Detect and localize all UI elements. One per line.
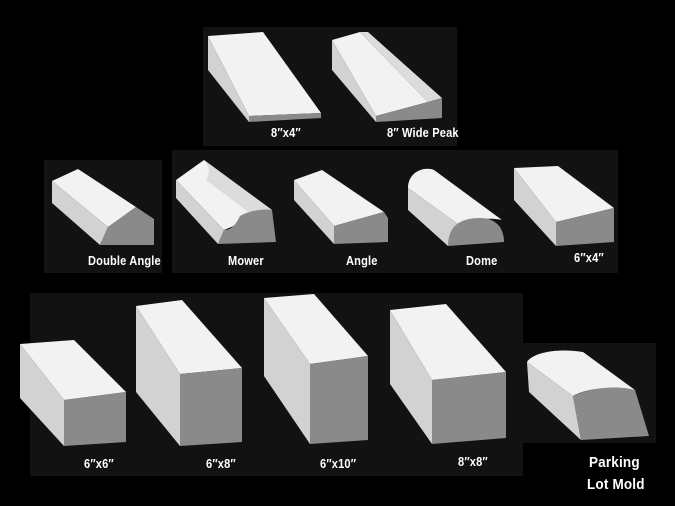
product-label: Mower bbox=[228, 253, 264, 268]
product-label: Angle bbox=[346, 253, 378, 268]
product-parking-lot-mold: Parking Lot Mold bbox=[523, 346, 653, 502]
product-6x4: 6″x4″ bbox=[512, 164, 618, 270]
product-label: 6″x4″ bbox=[574, 250, 604, 265]
product-8x8: 8″x8″ bbox=[388, 304, 510, 474]
curb-double-angle-icon bbox=[52, 169, 154, 245]
product-angle: Angle bbox=[292, 168, 392, 270]
product-label-line2: Lot Mold bbox=[587, 476, 645, 493]
curb-rect-icon bbox=[20, 340, 126, 446]
curb-dome-icon bbox=[408, 168, 504, 246]
product-label: 6″x8″ bbox=[206, 456, 236, 471]
product-6x8: 6″x8″ bbox=[134, 298, 246, 474]
curb-parking-icon bbox=[527, 350, 649, 440]
product-6x10: 6″x10″ bbox=[262, 294, 374, 474]
product-8x4: 8″x4″ bbox=[205, 30, 325, 145]
curb-rect-icon bbox=[136, 300, 242, 446]
product-label: 8″x8″ bbox=[458, 454, 488, 469]
product-label-line1: Parking bbox=[589, 454, 640, 471]
curb-peak-icon bbox=[332, 32, 442, 122]
product-label: Double Angle bbox=[88, 253, 161, 268]
curb-rect-icon bbox=[514, 166, 614, 246]
product-label: 6″x6″ bbox=[84, 456, 114, 471]
product-6x6: 6″x6″ bbox=[18, 338, 130, 474]
curb-angle-icon bbox=[294, 170, 388, 244]
product-label: Dome bbox=[466, 253, 498, 268]
curb-rect-icon bbox=[264, 294, 368, 444]
product-8-wide-peak: 8″ Wide Peak bbox=[330, 30, 459, 145]
product-dome: Dome bbox=[404, 166, 509, 270]
product-double-angle: Double Angle bbox=[48, 167, 161, 272]
curb-rect-icon bbox=[208, 32, 321, 122]
product-mower: Mower bbox=[174, 158, 279, 270]
product-label: 8″x4″ bbox=[271, 125, 301, 140]
product-label: 8″ Wide Peak bbox=[387, 125, 459, 140]
curb-rect-icon bbox=[390, 304, 506, 444]
curb-mower-icon bbox=[176, 160, 276, 244]
product-label: 6″x10″ bbox=[320, 456, 357, 471]
